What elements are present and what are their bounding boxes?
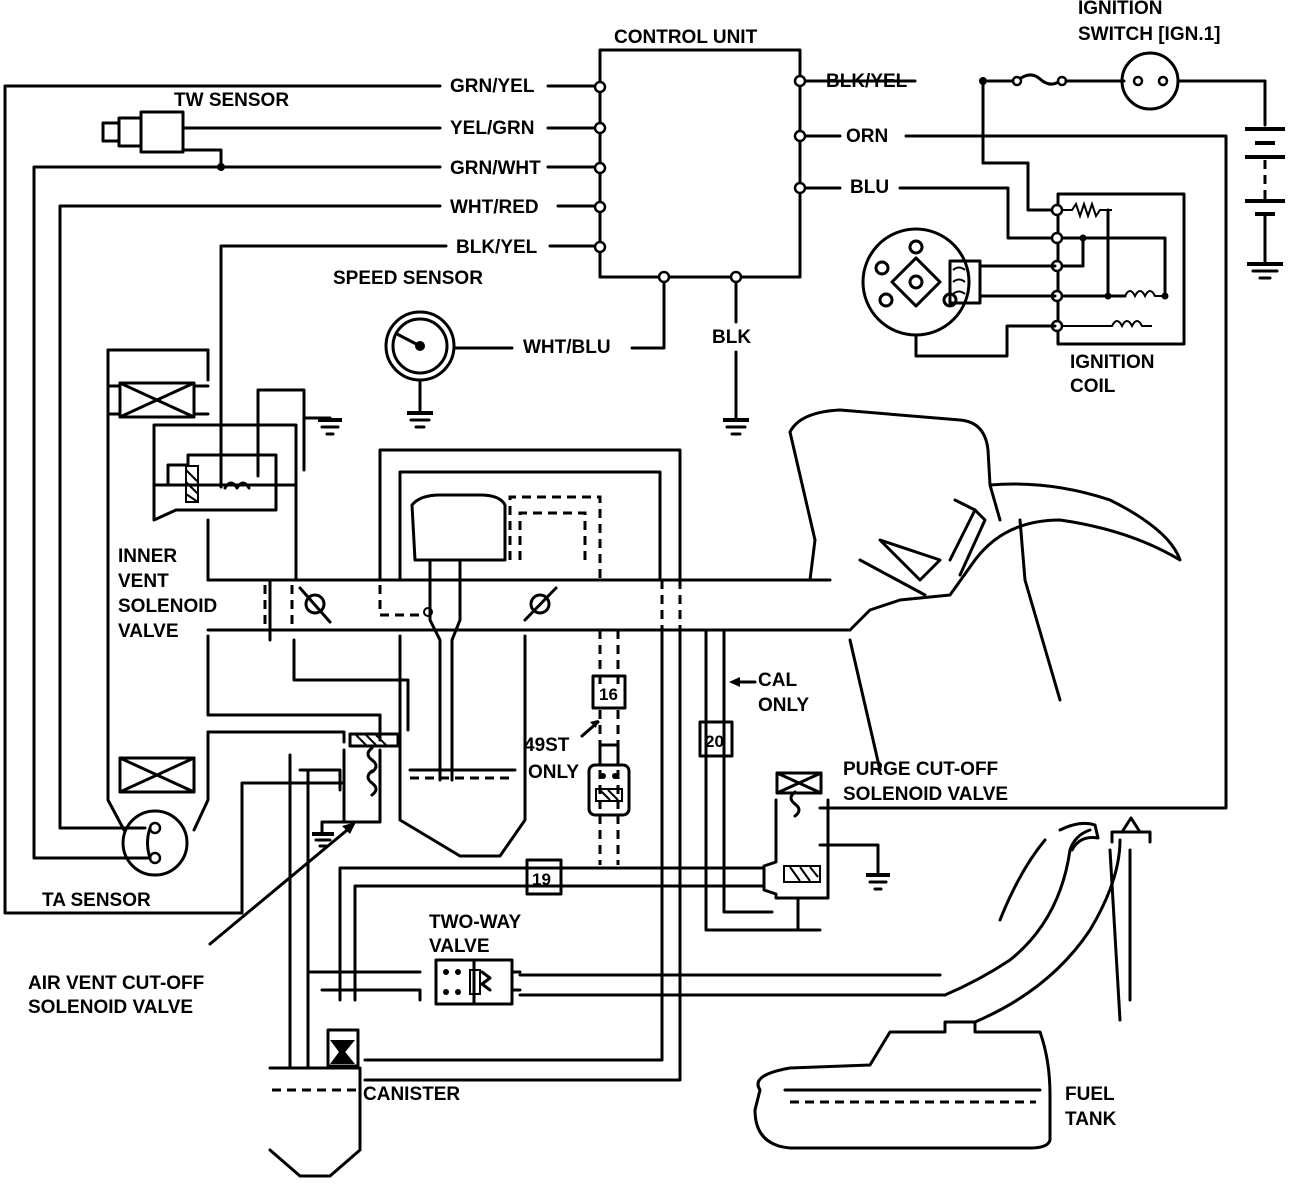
ignition-coil: IGNITION COIL: [1050, 192, 1186, 397]
pin-label-blk-yel-left: BLK/YEL: [456, 237, 538, 258]
pin-label-wht-red: WHT/RED: [450, 197, 539, 218]
distributor: [861, 227, 1057, 358]
inner-vent-label-2: VENT: [118, 571, 169, 592]
air-vent-label-2: SOLENOID VALVE: [28, 997, 193, 1018]
air-vent-label-1: AIR VENT CUT-OFF: [28, 973, 204, 994]
fuel-tank: FUEL TANK: [753, 816, 1152, 1150]
ignition-coil-label-2: COIL: [1070, 376, 1116, 397]
49st-only-label-1: 49ST: [524, 735, 570, 756]
pin-label-wht-blu: WHT/BLU: [523, 337, 611, 358]
hose-number-20: 20: [705, 732, 724, 751]
valve-49st: 16 49ST ONLY: [524, 674, 631, 817]
pin-label-yel-grn: YEL/GRN: [450, 118, 534, 139]
cal-only-line: 20 CAL ONLY: [698, 628, 822, 932]
inner-vent-label-4: VALVE: [118, 621, 179, 642]
cal-only-label-1: CAL: [758, 670, 797, 691]
control-unit-title: CONTROL UNIT: [614, 27, 758, 48]
inner-vent-label-3: SOLENOID: [118, 596, 217, 617]
inner-vent-label-1: INNER: [118, 546, 177, 567]
ta-sensor-label: TA SENSOR: [42, 890, 151, 911]
control-unit: CONTROL UNIT: [593, 27, 807, 284]
ignition-switch-label-2: SWITCH [IGN.1]: [1078, 24, 1221, 45]
pin-label-grn-yel: GRN/YEL: [450, 76, 535, 97]
ignition-coil-label-1: IGNITION: [1070, 352, 1154, 373]
canister: CANISTER: [268, 1028, 460, 1178]
pin-label-orn: ORN: [846, 126, 888, 147]
pin-label-blk: BLK: [712, 327, 751, 348]
air-vent-cutoff-solenoid: AIR VENT CUT-OFF SOLENOID VALVE: [28, 730, 400, 1070]
intake-manifold: [106, 348, 902, 865]
two-way-label-1: TWO-WAY: [429, 912, 522, 933]
purge-cutoff-label-1: PURGE CUT-OFF: [843, 759, 998, 780]
speed-sensor: SPEED SENSOR: [333, 268, 666, 429]
tw-sensor: TW SENSOR: [101, 90, 289, 154]
canister-label: CANISTER: [363, 1084, 460, 1105]
speed-sensor-label: SPEED SENSOR: [333, 268, 483, 289]
ignition-wiring: IGNITION SWITCH [IGN.1]: [804, 0, 1285, 810]
hose-number-19: 19: [532, 870, 551, 889]
pin-label-grn-wht: GRN/WHT: [450, 158, 541, 179]
wiring-left: [3, 84, 596, 915]
purge-cutoff-solenoid: PURGE CUT-OFF SOLENOID VALVE: [762, 759, 1008, 932]
fuel-tank-label-2: TANK: [1065, 1109, 1117, 1130]
pin-label-blu: BLU: [850, 177, 889, 198]
tw-sensor-label: TW SENSOR: [174, 90, 289, 111]
purge-cutoff-label-2: SOLENOID VALVE: [843, 784, 1008, 805]
engine-outline: [788, 408, 1182, 772]
ta-sensor: TA SENSOR: [42, 809, 189, 911]
two-way-valve: TWO-WAY VALVE: [306, 912, 947, 1006]
cal-only-label-2: ONLY: [758, 695, 809, 716]
two-way-label-2: VALVE: [429, 936, 490, 957]
control-unit-ground: [723, 281, 749, 436]
hose-number-16: 16: [599, 685, 618, 704]
purge-line: 19: [338, 628, 766, 1082]
fuel-tank-label-1: FUEL: [1065, 1084, 1115, 1105]
49st-only-label-2: ONLY: [528, 762, 579, 783]
ignition-switch-label-1: IGNITION: [1078, 0, 1162, 19]
